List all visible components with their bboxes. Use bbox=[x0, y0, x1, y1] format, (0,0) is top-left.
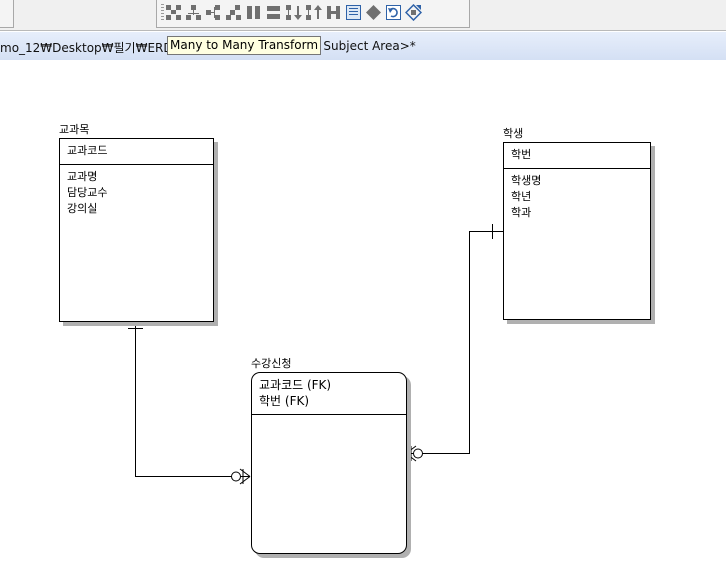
entity-student-key: 학번 bbox=[511, 148, 532, 161]
align-bottom-icon[interactable] bbox=[185, 4, 202, 21]
entity-course-key: 교과코드 bbox=[67, 144, 108, 157]
entity-enrollment-key: 학번 (FK) bbox=[259, 394, 310, 408]
undo-box-icon[interactable] bbox=[385, 4, 402, 21]
rows-icon[interactable] bbox=[265, 4, 282, 21]
toolbar-segment-left bbox=[0, 0, 14, 28]
entity-course-attr: 강의실 bbox=[67, 202, 98, 215]
entity-student[interactable]: 학번 학생명 학년 학과 bbox=[503, 142, 651, 320]
entity-course[interactable]: 교과코드 교과명 담당교수 강의실 bbox=[59, 138, 214, 322]
tree-layout-icon[interactable] bbox=[205, 4, 222, 21]
toolbar-grip[interactable] bbox=[161, 4, 164, 22]
grid-icon[interactable] bbox=[345, 4, 362, 21]
sort-down-icon[interactable] bbox=[285, 4, 302, 21]
subject-area-text: n Subject Area>* bbox=[312, 39, 416, 53]
entity-enrollment[interactable]: 교과코드 (FK) 학번 (FK) bbox=[251, 372, 407, 554]
sort-up-icon[interactable] bbox=[305, 4, 322, 21]
columns-icon[interactable] bbox=[245, 4, 262, 21]
toolbar bbox=[0, 0, 726, 31]
entity-student-key-area: 학번 bbox=[504, 143, 650, 169]
entity-student-attr: 학과 bbox=[511, 206, 532, 219]
entity-title-course: 교과목 bbox=[59, 123, 90, 136]
entity-course-key-area: 교과코드 bbox=[60, 139, 213, 165]
tooltip: Many to Many Transform bbox=[167, 36, 322, 55]
entity-enrollment-attributes bbox=[252, 415, 406, 423]
toolbar-segment-layout bbox=[156, 0, 470, 28]
diagram-path-text: mo_12₩Desktop₩필기₩ERD수 bbox=[0, 41, 184, 55]
hierarchy-layout-icon[interactable] bbox=[225, 4, 242, 21]
relationship-course-enrollment[interactable] bbox=[128, 320, 251, 485]
align-top-icon[interactable] bbox=[165, 4, 182, 21]
entity-enrollment-key: 교과코드 (FK) bbox=[259, 378, 332, 392]
height-icon[interactable] bbox=[325, 4, 342, 21]
entity-course-attr: 담당교수 bbox=[67, 186, 108, 199]
entity-student-attributes: 학생명 학년 학과 bbox=[504, 169, 650, 225]
entity-title-student: 학생 bbox=[503, 127, 524, 140]
entity-enrollment-key-area: 교과코드 (FK) 학번 (FK) bbox=[252, 373, 406, 415]
relationship-student-enrollment[interactable] bbox=[405, 224, 503, 462]
entity-title-enrollment: 수강신청 bbox=[251, 357, 292, 370]
entity-student-attr: 학년 bbox=[511, 190, 532, 203]
diagram-path-bar: mo_12₩Desktop₩필기₩ERD수 n Subject Area>* bbox=[0, 31, 726, 61]
entity-student-attr: 학생명 bbox=[511, 174, 542, 187]
entity-course-attributes: 교과명 담당교수 강의실 bbox=[60, 165, 213, 221]
diamond-icon[interactable] bbox=[365, 4, 382, 21]
transform-icon[interactable] bbox=[405, 4, 422, 21]
entity-course-attr: 교과명 bbox=[67, 170, 98, 183]
